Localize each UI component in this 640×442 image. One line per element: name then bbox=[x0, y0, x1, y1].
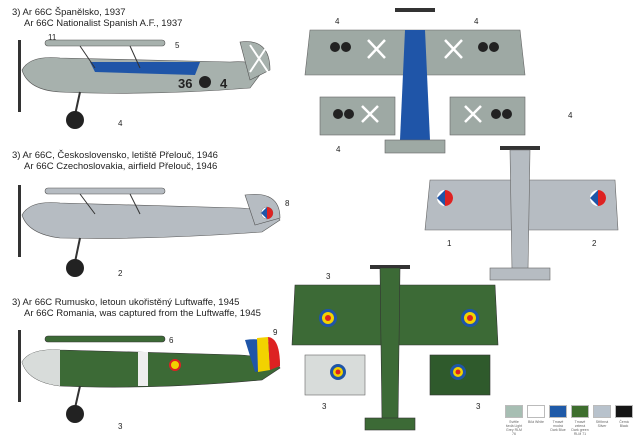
swatch-label: Tmavě zelená Dark green RLM 71 bbox=[571, 420, 589, 436]
caption-line: Ar 66C Romania, was captured from the Lu… bbox=[24, 308, 261, 319]
caption-line: Ar 66C Czechoslovakia, airfield Přelouč,… bbox=[24, 161, 218, 172]
swatch-color bbox=[505, 405, 523, 418]
swatch-label: Černá Black bbox=[619, 420, 629, 428]
caption-line: 3) Ar 66C, Československo, letiště Přelo… bbox=[12, 150, 218, 161]
callout: 4 bbox=[118, 119, 123, 128]
callout: 2 bbox=[592, 239, 597, 248]
swatch-color bbox=[593, 405, 611, 418]
profile-3-aircraft: 6 9 3 bbox=[18, 328, 281, 431]
callout: 6 bbox=[169, 336, 174, 345]
legend-swatch: Stříbrná Silver bbox=[593, 405, 611, 436]
callout: 3 bbox=[322, 402, 327, 411]
callout: 1 bbox=[447, 239, 452, 248]
swatch-color bbox=[571, 405, 589, 418]
profile-2-aircraft: 8 2 bbox=[18, 185, 290, 278]
callout: 3 bbox=[476, 402, 481, 411]
caption-line: Ar 66C Nationalist Spanish A.F., 1937 bbox=[24, 18, 183, 29]
roundel-romania bbox=[461, 309, 479, 327]
swatch-label: Tmavě modrá Dark Blue bbox=[550, 420, 566, 432]
callout: 8 bbox=[285, 199, 290, 208]
swatch-label: Bílá White bbox=[528, 420, 544, 424]
callout: 4 bbox=[336, 145, 341, 154]
callout: 9 bbox=[273, 328, 278, 337]
swatch-label: Světle šedá Light Grey RLM 76 bbox=[505, 420, 523, 436]
legend-swatch: Tmavě zelená Dark green RLM 71 bbox=[571, 405, 589, 436]
topview-1-aircraft: 4 4 4 4 bbox=[304, 8, 573, 154]
topview-2-aircraft: 1 2 bbox=[424, 146, 619, 281]
aircraft-code: 36 bbox=[178, 76, 192, 91]
swatch-color bbox=[549, 405, 567, 418]
topview-3-aircraft: 3 3 3 bbox=[291, 265, 499, 431]
color-legend: Světle šedá Light Grey RLM 76 Bílá White T… bbox=[505, 405, 633, 436]
caption-line: 3) Ar 66C Španělsko, 1937 bbox=[12, 7, 126, 18]
legend-swatch: Černá Black bbox=[615, 405, 633, 436]
aircraft-number: 4 bbox=[220, 76, 228, 91]
caption-line: 3) Ar 66C Rumusko, letoun ukořistěný Luf… bbox=[12, 297, 240, 308]
legend-swatch: Tmavě modrá Dark Blue bbox=[549, 405, 567, 436]
roundel-romania bbox=[450, 364, 466, 380]
roundel-czech bbox=[590, 190, 606, 206]
roundel-romania bbox=[330, 364, 346, 380]
callout: 4 bbox=[568, 111, 573, 120]
callout: 11 bbox=[48, 33, 57, 42]
roundel-czech bbox=[437, 190, 453, 206]
callout: 4 bbox=[335, 17, 340, 26]
callout: 5 bbox=[175, 41, 180, 50]
callout: 2 bbox=[118, 269, 123, 278]
swatch-color bbox=[527, 405, 545, 418]
profile-1-aircraft: 36 4 11 5 4 bbox=[18, 33, 271, 129]
legend-swatch: Bílá White bbox=[527, 405, 545, 436]
profile-2-caption: 3) Ar 66C, Československo, letiště Přelo… bbox=[12, 150, 218, 172]
callout: 4 bbox=[474, 17, 479, 26]
callout: 3 bbox=[118, 422, 123, 431]
legend-swatch: Světle šedá Light Grey RLM 76 bbox=[505, 405, 523, 436]
roundel-romania bbox=[319, 309, 337, 327]
swatch-color bbox=[615, 405, 633, 418]
profile-3-caption: 3) Ar 66C Rumusko, letoun ukořistěný Luf… bbox=[12, 297, 261, 319]
callout: 3 bbox=[326, 272, 331, 281]
swatch-label: Stříbrná Silver bbox=[595, 420, 609, 428]
